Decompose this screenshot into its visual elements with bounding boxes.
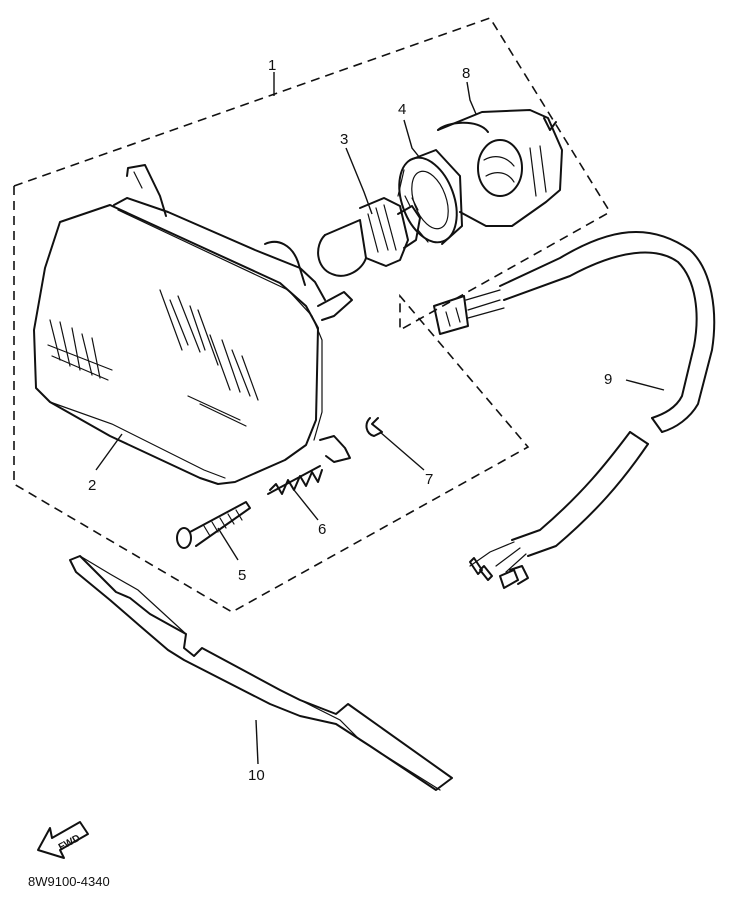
diagram-code: 8W9100-4340 [28,874,110,889]
callout-7: 7 [425,471,433,488]
bulb [317,195,421,277]
callout-2: 2 [88,477,96,494]
callout-1: 1 [268,57,276,74]
callout-labels: 1 2 3 4 5 6 7 8 9 10 [88,57,612,784]
wire-harness [433,230,716,589]
callout-5: 5 [238,567,246,584]
headlight-unit [33,164,353,485]
leader-lines [95,72,665,765]
clip [365,417,383,437]
callout-9: 9 [604,371,612,388]
dust-cover [437,109,563,227]
callout-6: 6 [318,521,326,538]
bulb-socket-ring [397,149,463,245]
bracket [69,555,453,791]
callout-10: 10 [248,767,265,784]
fwd-label: FWD [57,833,82,853]
callout-4: 4 [398,101,406,118]
forward-arrow-icon: FWD [37,821,89,859]
callout-3: 3 [340,131,348,148]
callout-8: 8 [462,65,470,82]
spring [267,465,323,495]
adjusting-screw [176,501,251,549]
assembly-boundary [13,17,611,613]
